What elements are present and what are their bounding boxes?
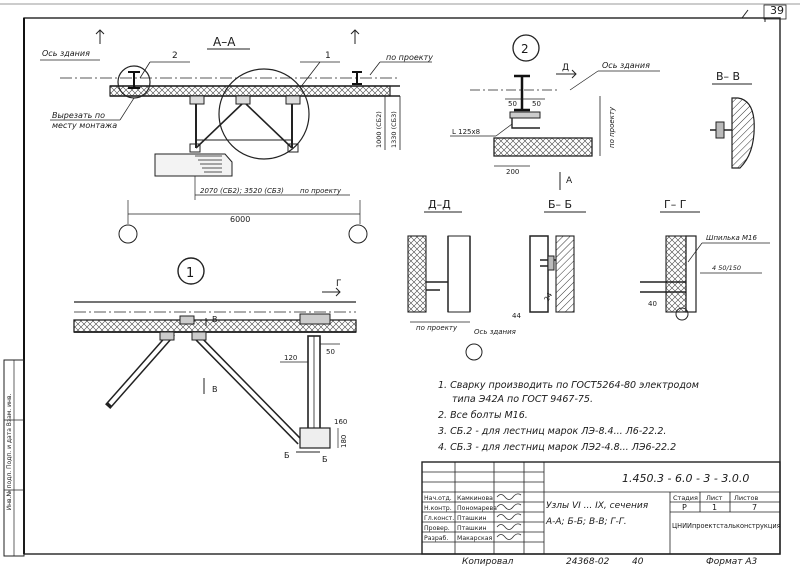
footer-inv: 24368-02 — [566, 557, 610, 566]
node-1-b-mark: Б — [284, 451, 290, 460]
note-line: 4. СБ.3 - для лестниц марок ЛЭ2-4.8... Л… — [438, 442, 676, 453]
doc-code: 1.450.3 - 6.0 - 3 - 3.0.0 — [622, 472, 749, 485]
sign-name: Макарская — [457, 535, 493, 542]
footer: Копировал 24368-02 40 Формат А3 — [462, 557, 758, 567]
view-bb-title: Б– Б — [548, 198, 572, 211]
view-dd-po-proektu: по проекту — [416, 324, 458, 332]
sign-role: Нач.отд. — [424, 495, 452, 502]
node-1-label: 1 — [186, 266, 194, 281]
view-dd-title: Д–Д — [428, 198, 451, 211]
node-2-dim-200: 200 — [506, 168, 519, 176]
view-bb: Б– Б 44 24 — [512, 198, 586, 320]
node-2-label: 2 — [521, 42, 529, 56]
grid-axis-circle — [465, 343, 483, 361]
node-2-circle — [512, 34, 540, 62]
doc-title-line1: Узлы VI ... IX, сечения — [546, 501, 649, 511]
view-dd: Д–Д по проекту Ось здания — [407, 198, 516, 361]
grid-axis-circle — [118, 224, 138, 244]
cut-note-1: Вырезать по — [52, 111, 105, 120]
node-1-dim-50: 50 — [326, 348, 335, 356]
callout-2-number: 2 — [172, 51, 178, 61]
sheets-value: 7 — [752, 503, 757, 512]
stage-header: Стадия — [673, 494, 698, 502]
view-gg-weld: 4 50/150 — [712, 264, 741, 272]
side-stamp-text: Инв.№ подл. Подп. и дата Взам. инв. — [6, 394, 13, 511]
view-vv: В– В — [710, 70, 755, 169]
note-line: типа Э42А по ГОСТ 9467-75. — [452, 394, 593, 405]
view-dd-axis: Ось здания — [474, 328, 516, 336]
po-proektu-top: по проекту — [386, 53, 433, 62]
node-2: 2 Д Ось здания 50 50 L 125х8 по проекту … — [450, 34, 660, 190]
node-1-v-left: В — [212, 385, 218, 394]
callout-1-number: 1 — [325, 51, 331, 61]
signature-rows: Нач.отд. Камкинова Н.контр. Пономарева Г… — [424, 495, 497, 542]
node-1-dim-120: 120 — [284, 354, 297, 362]
floor-slab — [109, 85, 391, 97]
note-line: 3. СБ.2 - для лестниц марок ЛЭ-8.4... Л6… — [438, 426, 666, 437]
node-1-b-mark-2: Б — [322, 455, 328, 464]
po-proektu-bottom: по проекту — [300, 187, 342, 195]
node-1-dim-160: 160 — [334, 418, 347, 426]
cut-arrow-right — [350, 29, 360, 44]
sign-name: Пономарева — [457, 505, 497, 512]
sign-role: Н.контр. — [424, 505, 452, 512]
stage-value: Р — [682, 503, 687, 512]
node-1-g-mark: Г — [336, 279, 342, 289]
sheet-header: Лист — [706, 494, 723, 502]
node-1-dim-180: 180 — [340, 435, 348, 448]
doc-title-line2: А-А; Б-Б; В-В; Г-Г. — [545, 517, 627, 527]
sign-role: Гл.конст. — [424, 515, 454, 522]
node-2-d-mark: Д — [562, 63, 569, 73]
node-1-v-top: В — [212, 315, 218, 324]
footer-format: Формат А3 — [706, 557, 758, 566]
dim-1330: 1330 (СБ3) — [390, 111, 398, 148]
notes: 1. Сварку производить по ГОСТ5264-80 эле… — [438, 380, 699, 453]
sign-name: Пташкин — [457, 525, 487, 532]
side-stamp: Инв.№ подл. Подп. и дата Взам. инв. — [3, 359, 25, 557]
sign-name: Камкинова — [457, 495, 493, 502]
sheets-header: Листов — [734, 494, 758, 502]
dim-6000: 6000 — [230, 215, 250, 224]
view-aa-title: А–А — [213, 35, 236, 49]
node-1-circle — [177, 257, 205, 285]
organization: ЦНИИпроектстальконструкция — [672, 522, 781, 530]
view-gg-title: Г– Г — [664, 198, 687, 211]
view-bb-dim-44: 44 — [512, 312, 521, 320]
view-aa: А–А Ось здания 2 1 по проекту — [40, 29, 433, 244]
note-line: 1. Сварку производить по ГОСТ5264-80 эле… — [438, 380, 699, 391]
dim-2070-3520: 2070 (СБ2); 3520 (СБ3) — [200, 187, 284, 195]
title-block: 1.450.3 - 6.0 - 3 - 3.0.0 Узлы VI ... IX… — [421, 461, 781, 555]
node-2-dim-50a: 50 — [508, 100, 517, 108]
handwritten-signatures — [496, 493, 522, 540]
view-gg-shpilka: Шпилька М16 — [706, 234, 757, 242]
view-gg: Г– Г Шпилька М16 4 50/150 40 — [640, 198, 770, 321]
grid-axis-circle — [348, 224, 368, 244]
axis-label: Ось здания — [42, 49, 90, 58]
node-2-dim-50b: 50 — [532, 100, 541, 108]
sign-name: Пташкин — [457, 515, 487, 522]
sign-role: Разраб. — [424, 534, 448, 542]
sign-role: Провер. — [424, 525, 450, 532]
node-2-axis-label: Ось здания — [602, 61, 650, 70]
node-1: 1 Г В 50 120 В 160 180 Б Б — [73, 257, 357, 464]
page-number: 39 — [770, 4, 784, 17]
dim-1000: 1000 (СБ2) — [375, 111, 383, 148]
footer-copied: Копировал — [462, 557, 514, 566]
view-gg-dim-40: 40 — [648, 300, 657, 308]
cut-note-2: месту монтажа — [52, 121, 117, 130]
callout-circle-1 — [218, 68, 310, 160]
wall-section-vv — [731, 97, 755, 169]
node-2-angle: L 125х8 — [452, 128, 480, 136]
footer-num: 40 — [632, 557, 644, 566]
node-2-a-mark: А — [566, 176, 573, 186]
cut-arrow-left — [95, 29, 105, 44]
note-line: 2. Все болты М16. — [438, 410, 528, 421]
node-2-po-proektu: по проекту — [608, 106, 616, 148]
sheet-value: 1 — [712, 503, 717, 512]
view-vv-title: В– В — [716, 70, 740, 83]
view-bb-dim-24: 24 — [543, 291, 555, 303]
